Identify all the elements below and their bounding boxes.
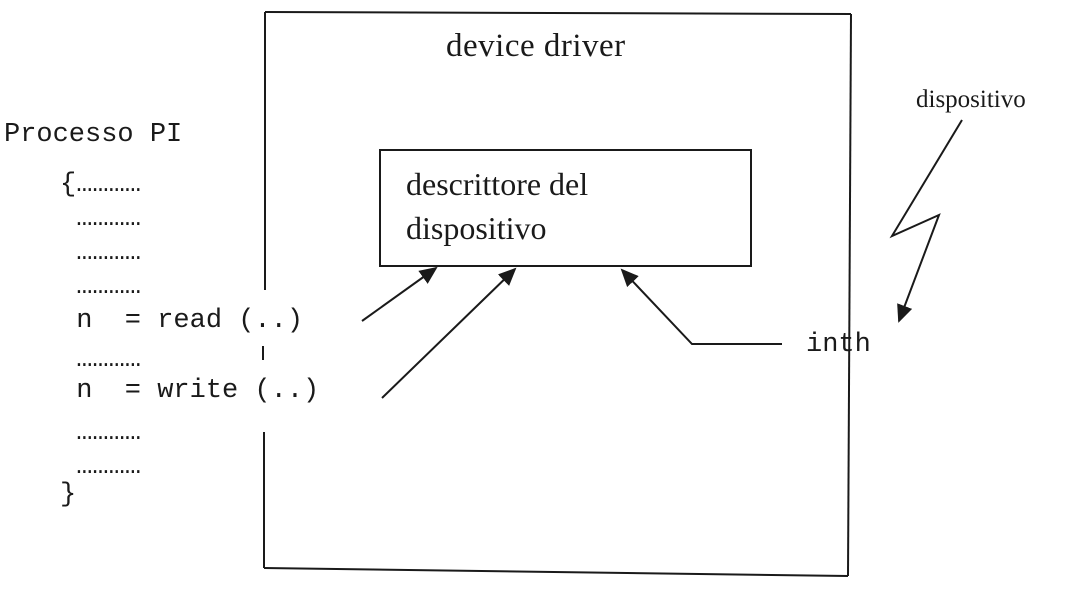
write-arrow — [381, 267, 517, 399]
interrupt-handler-label: inth — [806, 330, 871, 360]
descriptor-label-line-2: dispositivo — [406, 210, 547, 246]
inth-arrow — [620, 268, 782, 345]
code-line-write: n = write (..) — [60, 376, 320, 406]
code-line-ellipsis: ………… — [60, 345, 142, 375]
code-line-open-brace: {………… — [60, 170, 142, 200]
code-line-ellipsis: ………… — [60, 418, 142, 448]
process-title: Processo PI — [4, 120, 183, 150]
code-line-ellipsis: ………… — [60, 452, 142, 482]
interrupt-lightning — [889, 119, 963, 323]
code-line-ellipsis: ………… — [60, 204, 142, 234]
code-line-read: n = read (..) — [60, 306, 304, 336]
code-line-close-brace: } — [60, 480, 77, 510]
read-arrow — [361, 266, 438, 322]
device-driver-title: device driver — [446, 28, 626, 64]
descriptor-box — [379, 149, 752, 267]
descriptor-label-line-1: descrittore del — [406, 166, 589, 202]
code-line-ellipsis: ………… — [60, 238, 142, 268]
device-driver-box — [262, 11, 852, 577]
device-label: dispositivo — [916, 86, 1026, 113]
code-line-ellipsis: ………… — [60, 272, 142, 302]
